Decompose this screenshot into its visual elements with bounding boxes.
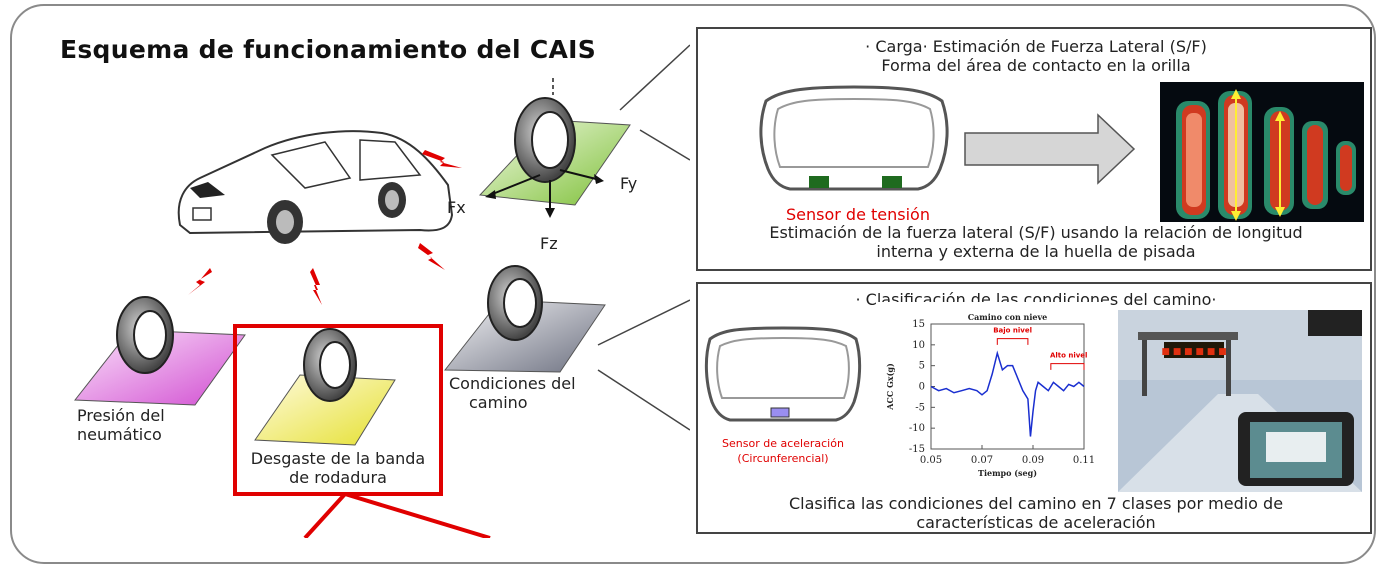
process-arrow bbox=[964, 113, 1136, 185]
chart-title: Camino con nieve bbox=[968, 312, 1047, 322]
tire-road-illustration bbox=[487, 265, 543, 341]
y-axis-label: ACC Gx(g) bbox=[885, 363, 895, 411]
tire-top-illustration bbox=[514, 97, 576, 183]
road-figure: ■ ■ ■ ■ ■ ■ bbox=[704, 310, 1362, 492]
diagram-title: Esquema de funcionamiento del CAIS bbox=[60, 35, 597, 64]
left-illustration bbox=[74, 44, 690, 538]
wireless-signal-icons bbox=[188, 150, 462, 305]
strain-sensor-label: Sensor de tensión bbox=[786, 205, 930, 224]
y-tick-label: 15 bbox=[912, 319, 925, 330]
tire-wear-illustration bbox=[303, 328, 357, 402]
x-tick-label: 0.09 bbox=[1022, 455, 1044, 466]
label-fz: Fz bbox=[540, 234, 558, 253]
label-fy: Fy bbox=[620, 174, 638, 193]
panel-lateral-force-subheading: Forma del área de contacto en la orilla bbox=[881, 56, 1191, 75]
annotation-high-bracket bbox=[1050, 363, 1085, 370]
y-tick-label: 5 bbox=[919, 361, 925, 372]
panel-lateral-force-heading: · Carga· Estimación de Fuerza Lateral (S… bbox=[865, 37, 1207, 56]
lateral-force-figure bbox=[759, 82, 1364, 222]
x-tick-label: 0.11 bbox=[1073, 455, 1095, 466]
label-fx: Fx bbox=[447, 198, 466, 217]
tire-pressure-illustration bbox=[116, 296, 174, 374]
x-tick-label: 0.05 bbox=[920, 455, 942, 466]
wear-highlight-box bbox=[233, 324, 443, 496]
y-tick-label: 0 bbox=[919, 382, 925, 393]
panel-lateral-force: · Carga· Estimación de Fuerza Lateral (S… bbox=[696, 27, 1372, 271]
road-sign-text: ■ ■ ■ ■ ■ ■ bbox=[1161, 347, 1226, 357]
accel-sensor bbox=[770, 407, 790, 418]
annotation-high-level: Alto nivel bbox=[1050, 351, 1088, 359]
chart-plot-area bbox=[930, 323, 1085, 450]
annotation-low-level: Bajo nivel bbox=[993, 326, 1032, 334]
x-axis-label: Tiempo (seg) bbox=[978, 468, 1037, 478]
y-tick-label: -15 bbox=[909, 444, 925, 455]
y-tick-label: 10 bbox=[912, 340, 925, 351]
acceleration-chart: Camino con nieve 15 10 5 0 -5 -10 -150.05 0.07 0.… bbox=[876, 302, 1109, 478]
annotation-low-bracket bbox=[996, 338, 1029, 345]
panel-lateral-force-description: Estimación de la fuerza lateral (S/F) us… bbox=[769, 223, 1303, 261]
accel-sensor-label: Sensor de aceleración(Circunferencial) bbox=[722, 437, 844, 465]
panel-road-classification: · Clasificación de las condiciones del c… bbox=[696, 282, 1372, 534]
strain-sensor-left bbox=[809, 176, 829, 188]
panel-road-description: Clasifica las condiciones del camino en … bbox=[788, 494, 1284, 532]
car-illustration bbox=[177, 130, 454, 244]
y-tick-label: -10 bbox=[909, 423, 925, 434]
y-tick-label: -5 bbox=[915, 402, 925, 413]
strain-sensor-right bbox=[882, 176, 902, 188]
x-tick-label: 0.07 bbox=[971, 455, 993, 466]
chart-series-line bbox=[930, 350, 1085, 437]
